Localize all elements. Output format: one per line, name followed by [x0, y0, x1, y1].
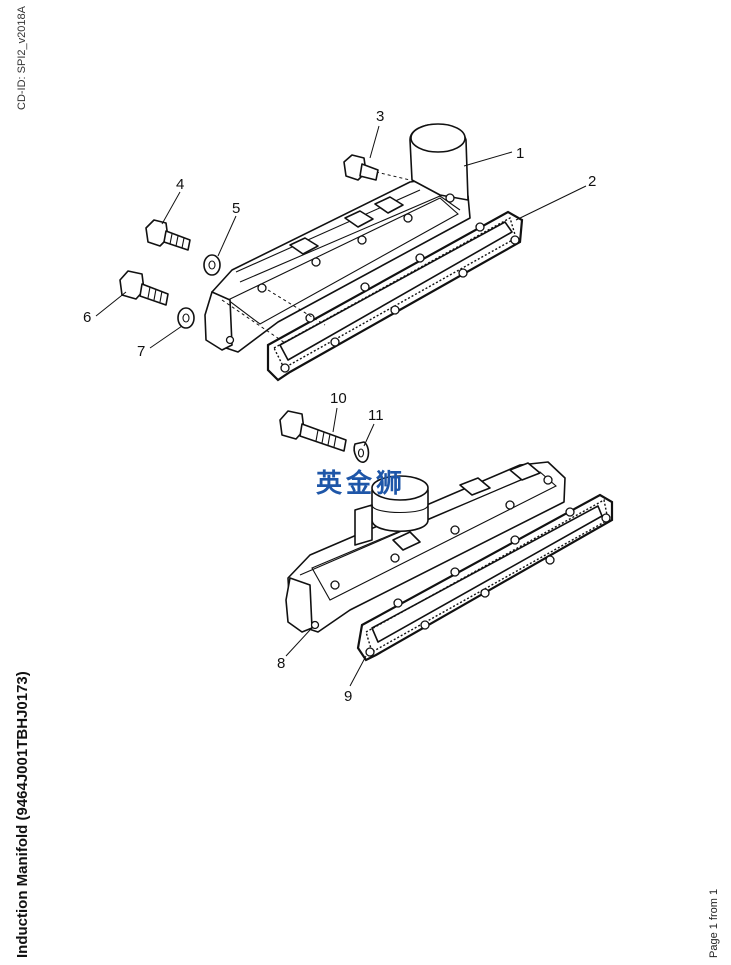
washer-5: [203, 254, 221, 276]
callouts: 1 2 3 4 5 6 7 8 9 10 11: [83, 108, 596, 705]
bolt-6: [119, 270, 169, 306]
watermark-logo: 英金狮: [316, 468, 406, 499]
callout-3: 3: [376, 108, 384, 125]
bolt-10: [279, 410, 347, 452]
callout-2: 2: [588, 173, 596, 190]
lower-manifold: [285, 461, 566, 633]
callout-7: 7: [137, 343, 145, 360]
washer-7: [177, 307, 195, 329]
callout-5: 5: [232, 200, 240, 217]
leader-lines: [95, 125, 587, 687]
callout-8: 8: [277, 655, 285, 672]
callout-11: 11: [368, 407, 384, 424]
callout-9: 9: [344, 688, 352, 705]
bolt-4: [145, 219, 191, 251]
callout-1: 1: [516, 145, 524, 162]
bolt-3: [343, 154, 379, 181]
lower-gasket: [356, 493, 614, 662]
upper-gasket: [266, 210, 524, 382]
upper-manifold: [204, 123, 471, 353]
lockwasher-11: [353, 441, 370, 463]
callout-6: 6: [83, 309, 91, 326]
callout-4: 4: [176, 176, 184, 193]
callout-10: 10: [330, 390, 347, 407]
